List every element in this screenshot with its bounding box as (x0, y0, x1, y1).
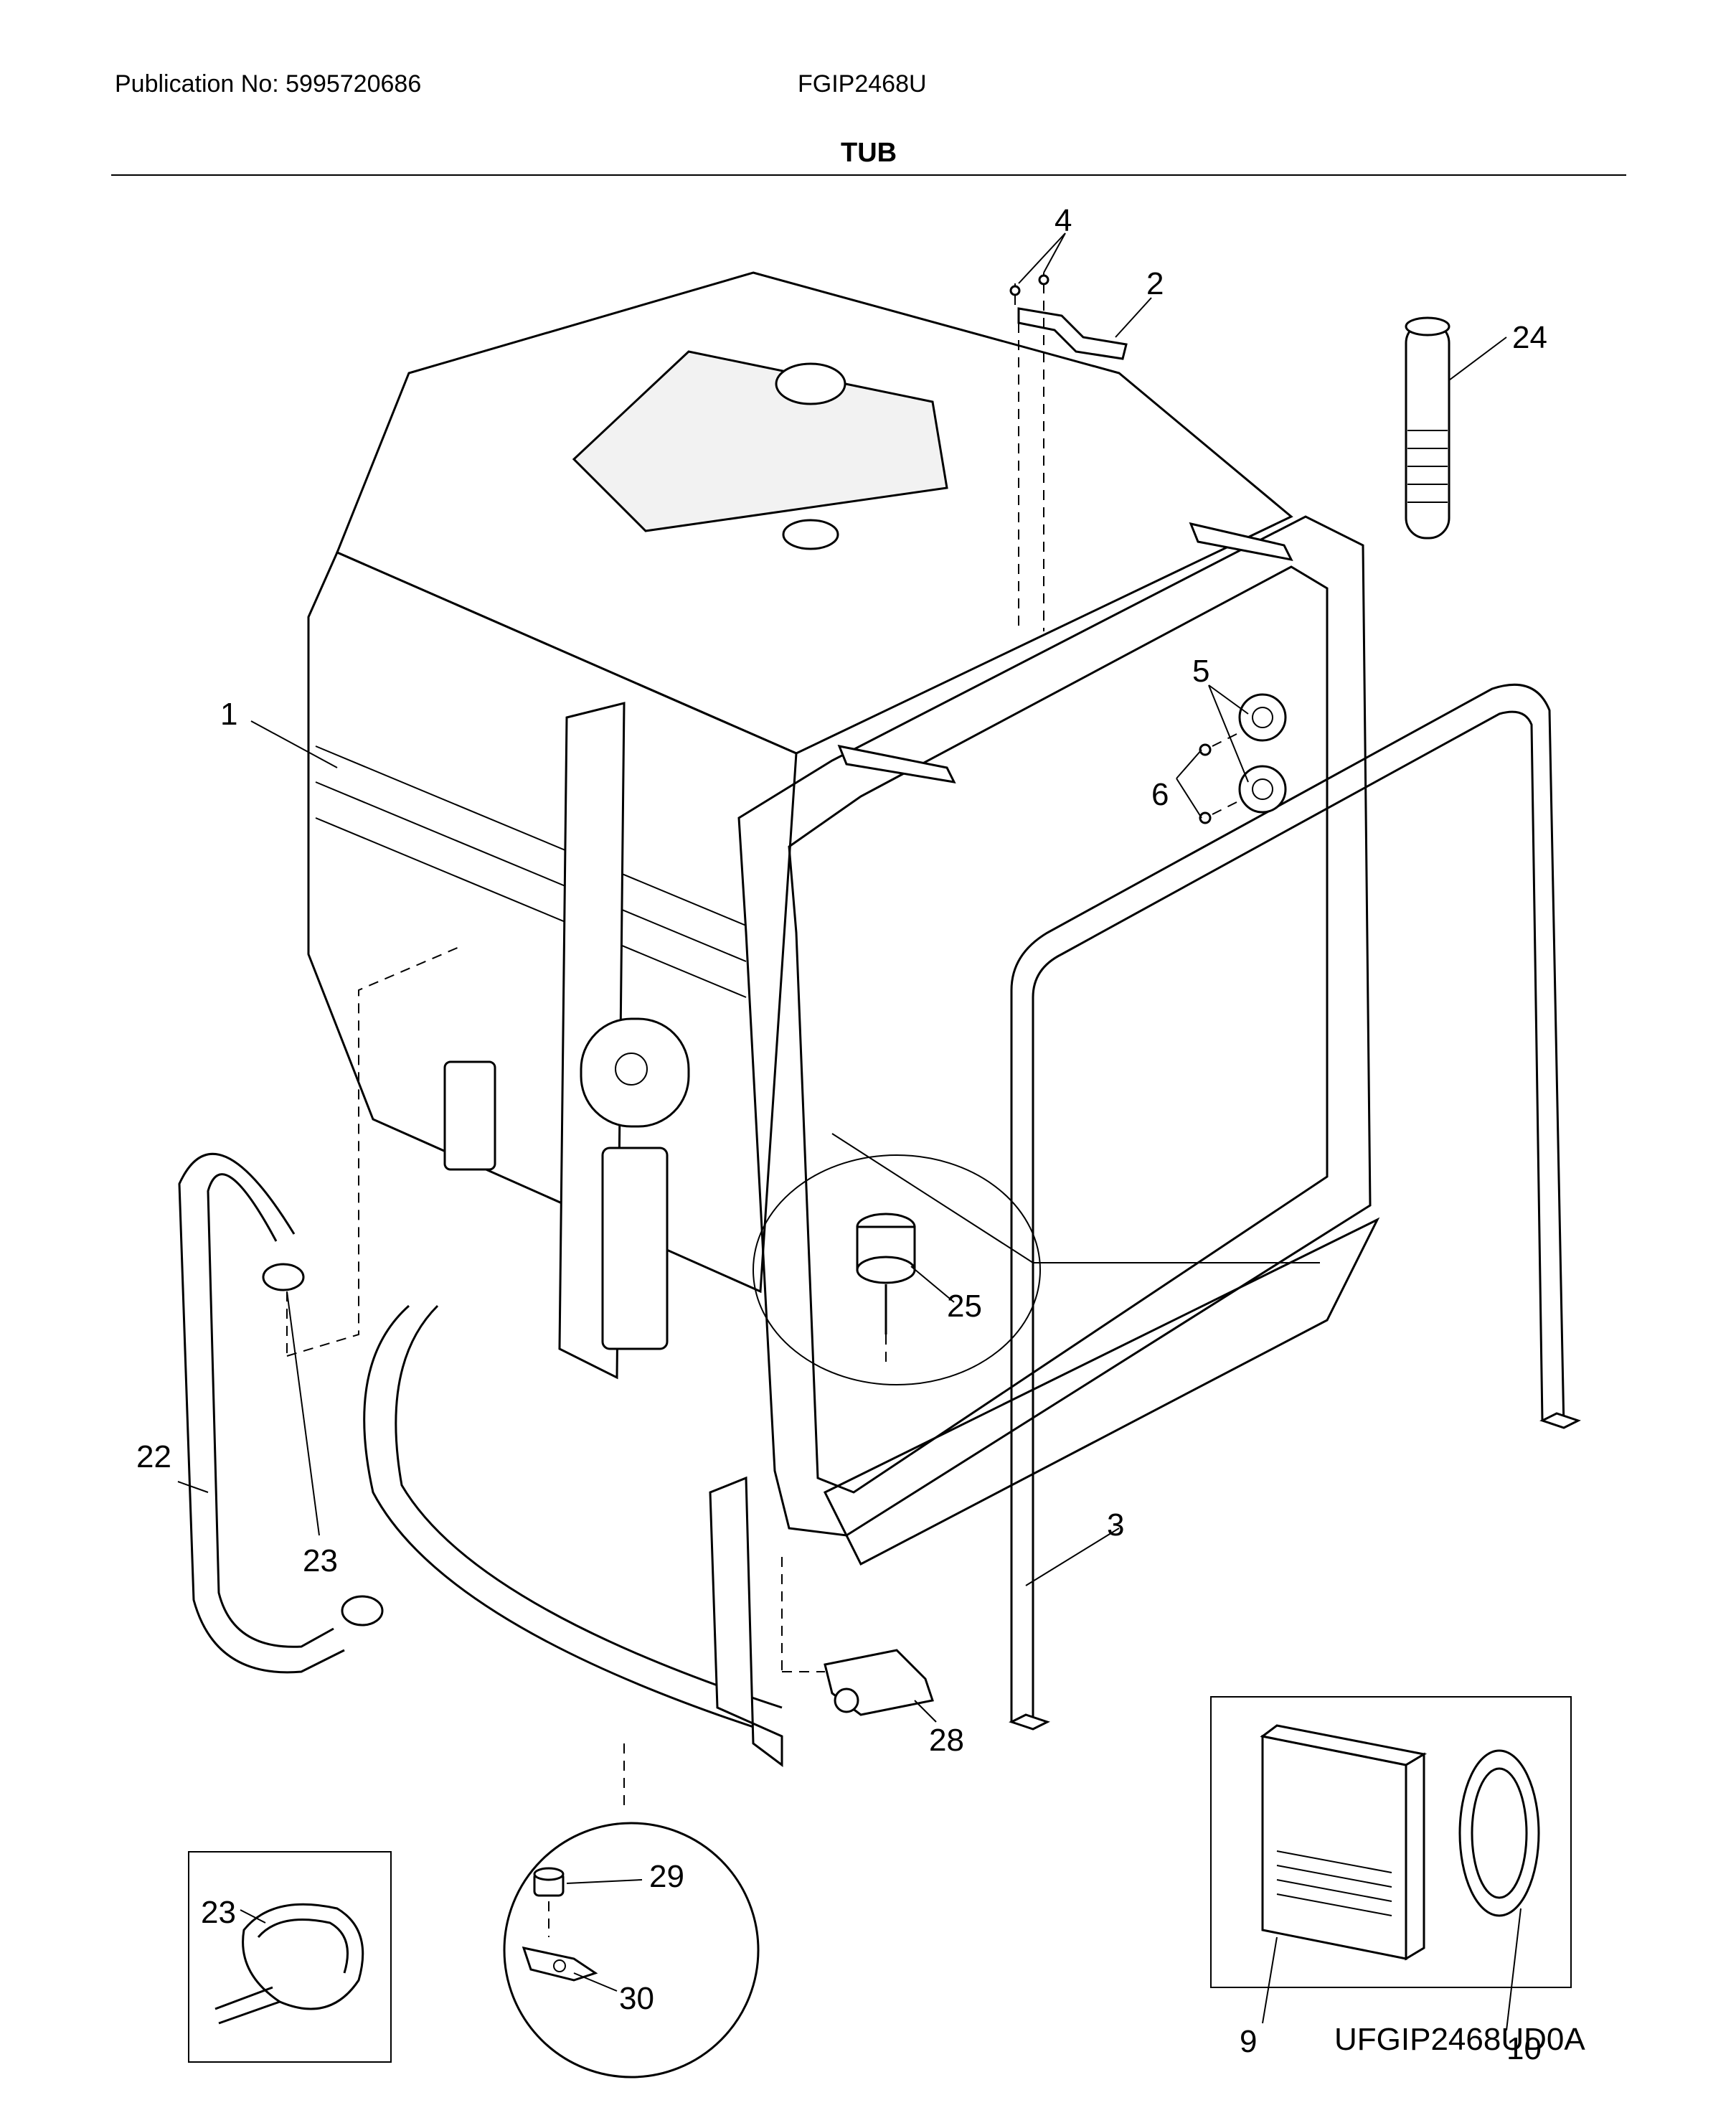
callout-23-inset: 23 (201, 1895, 236, 1930)
tub-body (307, 271, 1380, 1767)
inset-control-module (1210, 1696, 1572, 1988)
wash-arm-bearing (856, 1213, 916, 1363)
callout-29: 29 (649, 1859, 684, 1894)
callout-2: 2 (1146, 266, 1164, 301)
door-switch (781, 1557, 934, 1716)
drain-hose (178, 946, 460, 1674)
callout-30: 30 (619, 1981, 654, 2016)
callout-1: 1 (220, 697, 237, 732)
door-gasket (1009, 683, 1581, 1731)
page-title: TUB (841, 138, 897, 168)
callout-3: 3 (1107, 1507, 1124, 1543)
diagram-code: UFGIP2468UD0A (1334, 2022, 1585, 2057)
publication-number: Publication No: 5995720686 (115, 70, 422, 98)
leader-lines (177, 232, 1522, 2031)
spacers-and-screws (1199, 693, 1287, 824)
callout-5: 5 (1192, 654, 1209, 689)
callout-6: 6 (1151, 777, 1169, 812)
inset-clamp (188, 1851, 392, 2063)
callout-22: 22 (136, 1439, 171, 1474)
header-rule (111, 174, 1626, 176)
callout-25: 25 (947, 1289, 982, 1324)
model-number: FGIP2468U (798, 70, 927, 98)
callout-4: 4 (1055, 203, 1072, 238)
inset-circle-detail (503, 1743, 760, 2079)
hose-extension (1405, 316, 1450, 540)
callout-10: 10 (1506, 2031, 1542, 2066)
callout-28: 28 (929, 1723, 964, 1758)
callout-23-main: 23 (303, 1543, 338, 1578)
callout-labels: 1 2 3 4 5 6 9 10 22 23 23 24 25 28 29 30 (136, 203, 1547, 2066)
callout-24: 24 (1512, 320, 1547, 355)
callout-9: 9 (1240, 2024, 1257, 2059)
hinge-bracket (1009, 273, 1128, 631)
